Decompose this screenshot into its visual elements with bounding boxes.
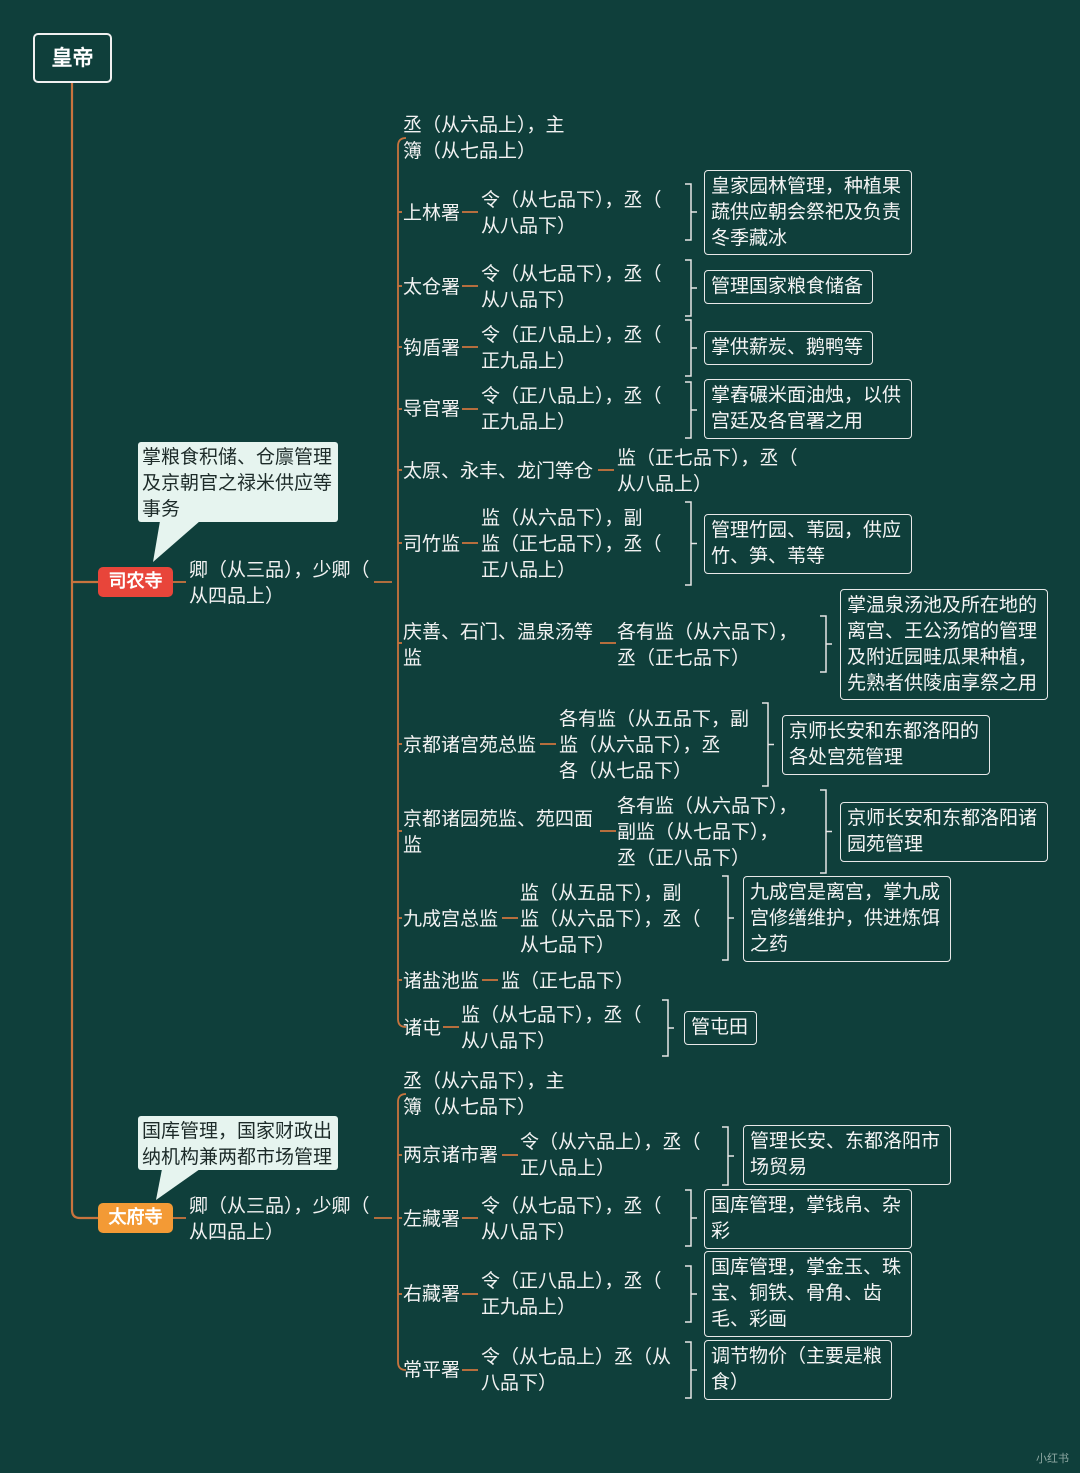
bracket-line (762, 702, 774, 787)
branch-callout: 掌粮食积储、仓廪管理 及京朝官之禄米供应等 事务 (138, 442, 338, 522)
child-office: 太原、永丰、龙门等仓 (403, 460, 594, 482)
child-office: 庆善、石门、温泉汤等 监 (403, 621, 594, 669)
child-ranks: 各有监（从六品下）， 副监（从七品下）， 丞（正八品下） (617, 795, 798, 869)
child-ranks: 各有监（从五品下，副 监（从六品下），丞 各（从七品下） (559, 708, 750, 782)
duty-box: 管理国家粮食储备 (704, 270, 873, 304)
child-ranks: 令（从六品上），丞（ 正八品上） (520, 1131, 701, 1179)
child-ranks: 令（正八品上），丞（ 正九品上） (481, 324, 662, 372)
branch-officials: 卿（从三品），少卿（ 从四品上） (189, 1195, 370, 1243)
trunk-line (70, 83, 98, 1220)
bracket-line (722, 1126, 734, 1186)
duty-box: 京师长安和东都洛阳诸 园苑管理 (840, 802, 1048, 862)
child-ranks: 监（从五品下），副 监（从六品下），丞（ 从七品下） (520, 882, 701, 956)
bracket-line (685, 259, 697, 317)
bracket-line (722, 875, 734, 961)
branch-tag[interactable]: 司农寺 (98, 567, 173, 597)
bracket-line (685, 319, 697, 377)
child-ranks: 令（从七品下），丞（ 从八品下） (481, 1195, 662, 1243)
child-office: 京都诸宫苑总监 (403, 734, 537, 756)
child-office: 九成宫总监 (403, 908, 499, 930)
child-office: 诸盐池监 (403, 970, 480, 992)
branch-officials: 卿（从三品），少卿（ 从四品上） (189, 559, 370, 607)
child-office: 导官署 (403, 398, 461, 420)
callout-pointer (153, 521, 200, 562)
watermark: 小红书 (1036, 1452, 1069, 1465)
child-office: 常平署 (403, 1359, 461, 1381)
duty-box: 掌温泉汤池及所在地的 离宫、王公汤馆的管理 及附近园畦瓜果种植， 先熟者供陵庙享… (840, 589, 1048, 700)
duty-box: 国库管理，掌金玉、珠 宝、铜铁、骨角、齿 毛、彩画 (704, 1251, 912, 1337)
bracket-line (685, 183, 697, 241)
duty-box: 掌供薪炭、鹅鸭等 (704, 331, 873, 365)
spine-line (397, 1093, 407, 1371)
branch-tag[interactable]: 太府寺 (98, 1203, 173, 1233)
child-ranks: 丞（从六品下），主 簿（从七品下） (403, 1070, 565, 1118)
spine-line (397, 137, 407, 1028)
duty-box: 管理竹园、苇园，供应 竹、笋、苇等 (704, 514, 912, 574)
child-office: 左藏署 (403, 1208, 461, 1230)
child-office: 诸屯 (403, 1017, 442, 1039)
child-ranks: 监（正七品下） (501, 970, 635, 992)
child-ranks: 监（从七品下），丞（ 从八品下） (461, 1004, 642, 1052)
bracket-line (662, 999, 674, 1057)
callout-pointer (156, 1169, 200, 1200)
child-office: 京都诸园苑监、苑四面 监 (403, 808, 594, 856)
bracket-line (685, 501, 697, 586)
child-ranks: 各有监（从六品下）， 丞（正七品下） (617, 621, 798, 669)
duty-box: 国库管理，掌钱帛、杂 彩 (704, 1189, 912, 1249)
child-office: 司竹监 (403, 533, 461, 555)
child-ranks: 令（正八品上），丞（ 正九品上） (481, 385, 662, 433)
duty-box: 京师长安和东都洛阳的 各处宫苑管理 (782, 715, 990, 775)
child-office: 钩盾署 (403, 337, 461, 359)
child-ranks: 令（正八品上），丞（ 正九品上） (481, 1270, 662, 1318)
branch-callout: 国库管理，国家财政出 纳机构兼两都市场管理 (138, 1116, 338, 1170)
bracket-line (820, 615, 832, 673)
duty-box: 掌舂碾米面油烛，以供 宫廷及各官署之用 (704, 379, 912, 439)
root-node[interactable]: 皇帝 (33, 33, 112, 83)
child-office: 太仓署 (403, 276, 461, 298)
child-office: 两京诸市署 (403, 1144, 499, 1166)
bracket-line (685, 1265, 697, 1323)
child-office: 上林署 (403, 202, 461, 224)
child-office: 右藏署 (403, 1283, 461, 1305)
child-ranks: 丞（从六品上），主 簿（从七品上） (403, 114, 565, 162)
duty-box: 管理长安、东都洛阳市 场贸易 (743, 1125, 951, 1185)
duty-box: 管屯田 (684, 1011, 757, 1045)
child-ranks: 监（从六品下），副 监（正七品下），丞（ 正八品上） (481, 507, 662, 581)
child-ranks: 监（正七品下），丞（ 从八品上） (617, 447, 798, 495)
duty-box: 皇家园林管理，种植果 蔬供应朝会祭祀及负责 冬季藏冰 (704, 170, 912, 255)
child-ranks: 令（从七品下），丞（ 从八品下） (481, 263, 662, 311)
child-ranks: 令（从七品下），丞（ 从八品下） (481, 189, 662, 237)
duty-box: 调节物价（主要是粮 食） (704, 1340, 892, 1400)
child-ranks: 令（从七品上）丞（从 八品下） (481, 1346, 672, 1394)
bracket-line (685, 1189, 697, 1247)
duty-box: 九成宫是离宫，掌九成 宫修缮维护，供进炼饵 之药 (743, 876, 951, 962)
bracket-line (685, 381, 697, 439)
bracket-line (685, 1341, 697, 1399)
bracket-line (820, 789, 832, 874)
